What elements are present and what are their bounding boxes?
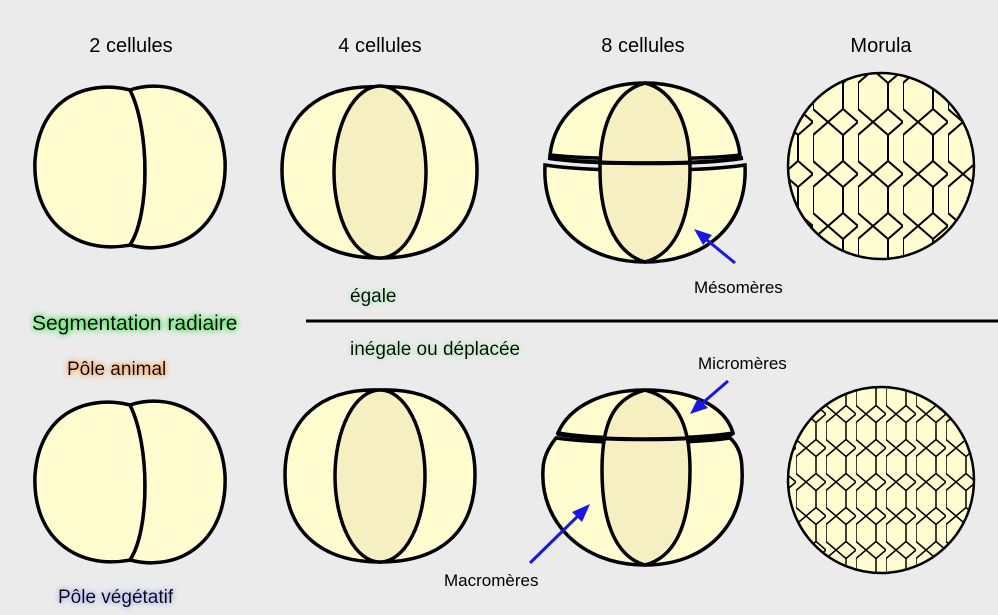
column-title-8-cells: 8 cellules bbox=[601, 35, 684, 57]
label-pole-vegetatif: Pôle végétatif bbox=[58, 587, 174, 608]
label-pole-animal: Pôle animal bbox=[67, 359, 166, 380]
embryo-2-cells-bottom bbox=[35, 401, 225, 563]
label-egale: égale bbox=[350, 286, 397, 307]
annotation-macromeres: Macromères bbox=[444, 571, 538, 590]
embryo-8-cells-top bbox=[545, 83, 745, 262]
column-title-2-cells: 2 cellules bbox=[89, 35, 172, 57]
annotation-micromeres: Micromères bbox=[698, 354, 787, 373]
annotation-mesomeres: Mésomères bbox=[694, 278, 783, 297]
embryo-4-cells-bottom bbox=[285, 390, 475, 562]
morula-bottom bbox=[788, 387, 974, 573]
column-title-morula: Morula bbox=[850, 35, 912, 57]
embryo-8-cells-bottom bbox=[543, 390, 742, 565]
label-inegale: inégale ou déplacée bbox=[350, 339, 520, 360]
label-segmentation-radiaire: Segmentation radiaire bbox=[32, 312, 237, 335]
column-title-4-cells: 4 cellules bbox=[338, 35, 421, 57]
embryo-2-cells-top bbox=[35, 86, 225, 248]
morula-top bbox=[788, 73, 974, 259]
embryo-4-cells-top bbox=[282, 86, 477, 258]
